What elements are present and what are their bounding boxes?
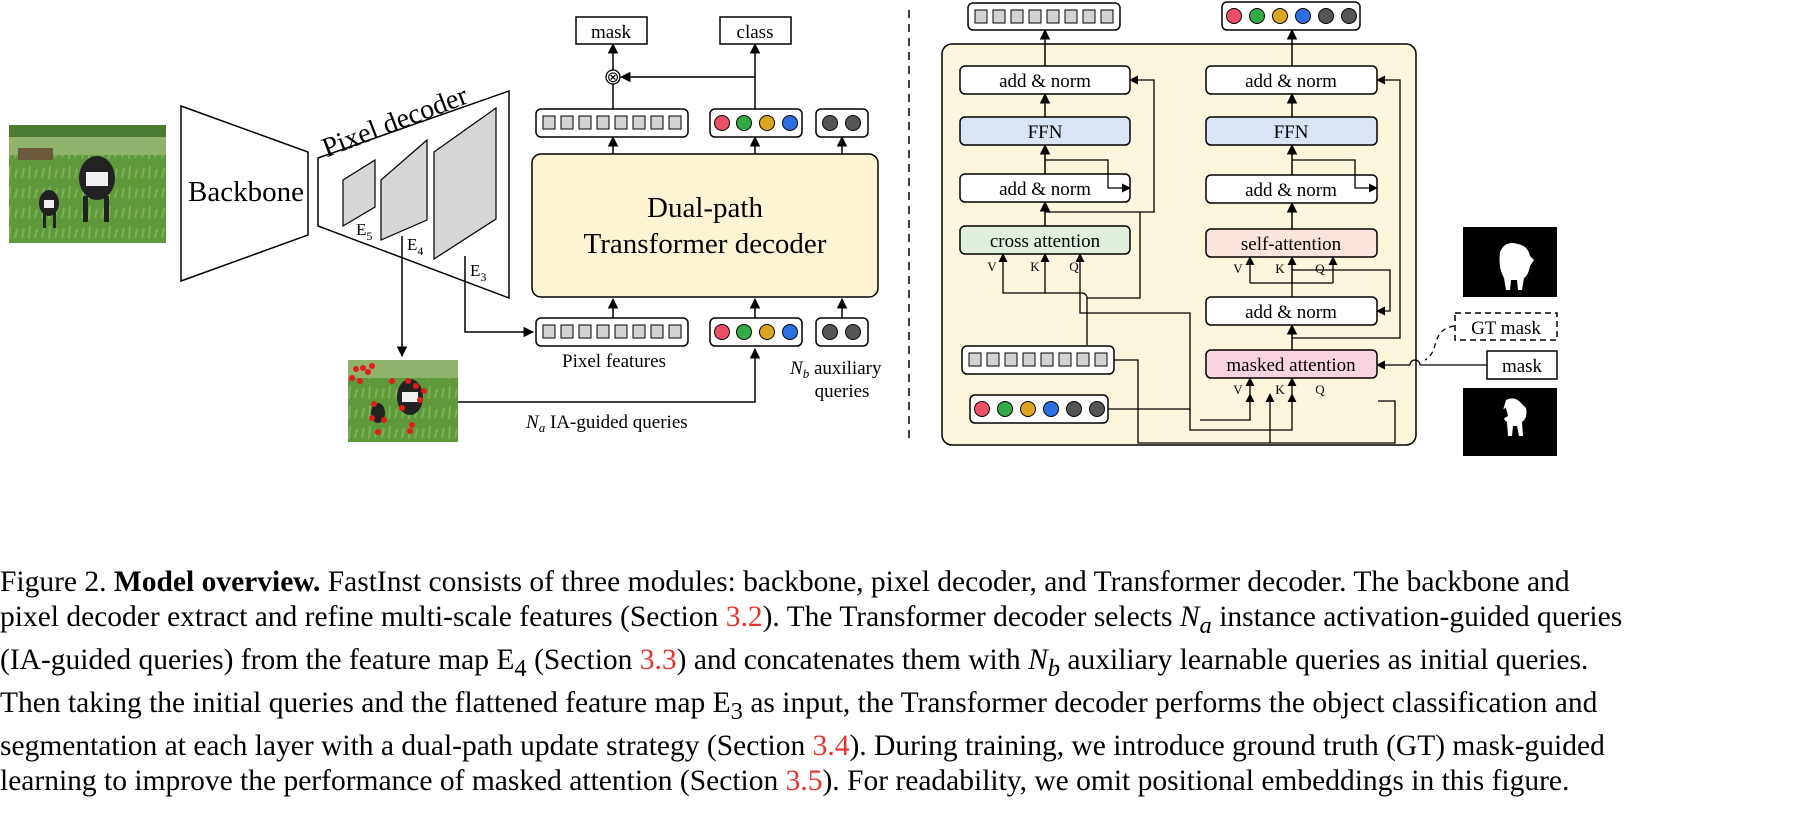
transformer-decoder-block: Dual-path Transformer decoder <box>531 153 879 298</box>
input-image <box>9 125 166 243</box>
pixel-features-output <box>535 108 689 138</box>
query-add-norm-low: add & norm <box>1205 296 1378 326</box>
query-add-norm-top: add & norm <box>1205 65 1378 95</box>
times-icon: ⊗ <box>607 70 620 86</box>
query-add-norm-mid: add & norm <box>1205 174 1378 204</box>
svg-text:add & norm: add & norm <box>999 71 1091 92</box>
svg-text:add & norm: add & norm <box>1245 71 1337 92</box>
ia-queries-output <box>709 108 803 138</box>
figure-caption: Figure 2. Model overview. FastInst consi… <box>0 565 1819 799</box>
svg-text:K: K <box>1275 261 1285 276</box>
pixel-ffn: FFN <box>959 116 1131 146</box>
pixel-add-norm-top: add & norm <box>959 65 1131 95</box>
pixel-input-tokens <box>961 345 1115 375</box>
svg-text:V: V <box>1233 261 1243 276</box>
model-overview-diagram: Backbone Pixel decoder E5 E4 E3 Na IA-gu… <box>9 1 1558 456</box>
svg-text:GT mask: GT mask <box>1471 318 1541 339</box>
ia-queries-input <box>709 317 803 347</box>
svg-text:cross attention: cross attention <box>990 231 1101 252</box>
feature-map-e5 <box>342 158 376 228</box>
gt-mask-image <box>1463 227 1557 297</box>
pixel-features-label: Pixel features <box>562 351 666 372</box>
e3-arrow <box>464 256 535 338</box>
svg-text:V: V <box>987 259 997 274</box>
svg-text:E4: E4 <box>407 235 423 258</box>
backbone-block: Backbone <box>180 104 309 283</box>
svg-text:V: V <box>1233 382 1243 397</box>
caption-line-4: Then taking the initial queries and the … <box>0 686 1598 725</box>
caption-line-5: segmentation at each layer with a dual-p… <box>0 729 1605 762</box>
masked-attention-block: masked attention <box>1205 349 1378 379</box>
gt-mask-connector <box>1424 325 1455 361</box>
caption-line-2: pixel decoder extract and refine multi-s… <box>0 601 1623 639</box>
cross-attention-block: cross attention <box>959 225 1131 255</box>
svg-text:E5: E5 <box>356 220 372 243</box>
pixel-add-norm-mid: add & norm <box>959 173 1131 203</box>
self-attention-block: self-attention <box>1205 228 1378 258</box>
caption-line-6: learning to improve the performance of m… <box>0 764 1570 797</box>
svg-text:add & norm: add & norm <box>999 179 1091 200</box>
auxiliary-queries-label: Nb auxiliary <box>789 358 882 381</box>
caption-line-3: (IA-guided queries) from the feature map… <box>0 643 1589 682</box>
svg-text:Q: Q <box>1315 382 1325 397</box>
caption-fig-label: Figure 2. <box>0 566 107 598</box>
query-ffn: FFN <box>1205 116 1378 146</box>
svg-text:FFN: FFN <box>1028 122 1063 143</box>
predicted-mask-image <box>1463 388 1557 456</box>
ia-guided-queries-label: Na IA-guided queries <box>525 412 688 435</box>
aux-queries-input <box>815 317 869 347</box>
svg-text:Dual-path: Dual-path <box>647 192 763 224</box>
svg-text:K: K <box>1030 259 1040 274</box>
pixel-path-output-tokens <box>967 2 1121 31</box>
svg-text:K: K <box>1275 382 1285 397</box>
svg-text:E3: E3 <box>470 261 486 284</box>
feature-map-e3 <box>433 106 497 261</box>
svg-text:add & norm: add & norm <box>1245 180 1337 201</box>
svg-text:Q: Q <box>1315 261 1325 276</box>
gt-mask-box: GT mask <box>1454 312 1558 341</box>
backbone-label: Backbone <box>188 176 304 208</box>
query-input-tokens <box>969 394 1109 424</box>
class-output-box: class <box>719 16 792 45</box>
svg-text:add & norm: add & norm <box>1245 302 1337 323</box>
feature-map-e4 <box>380 138 428 241</box>
aux-queries-output <box>815 108 869 138</box>
svg-text:self-attention: self-attention <box>1241 234 1342 255</box>
svg-text:Q: Q <box>1069 259 1079 274</box>
svg-text:mask: mask <box>1502 356 1543 377</box>
svg-text:masked attention: masked attention <box>1226 355 1356 376</box>
mask-input-box: mask <box>1486 350 1558 380</box>
mask-output-box: mask <box>575 16 648 45</box>
pixel-features-input <box>535 317 689 347</box>
caption-title: Model overview. <box>113 566 321 598</box>
ia-query-arrow <box>458 347 761 403</box>
activation-image <box>348 360 458 442</box>
svg-text:FFN: FFN <box>1274 122 1309 143</box>
query-path-output-tokens <box>1221 1 1361 31</box>
svg-text:mask: mask <box>591 22 632 43</box>
caption-line-1: Figure 2. Model overview. FastInst consi… <box>0 566 1570 598</box>
auxiliary-queries-label-2: queries <box>815 381 870 402</box>
svg-text:Transformer decoder: Transformer decoder <box>584 228 827 260</box>
svg-text:class: class <box>737 22 774 43</box>
pixel-decoder-block: Pixel decoder E5 E4 E3 <box>317 80 510 300</box>
